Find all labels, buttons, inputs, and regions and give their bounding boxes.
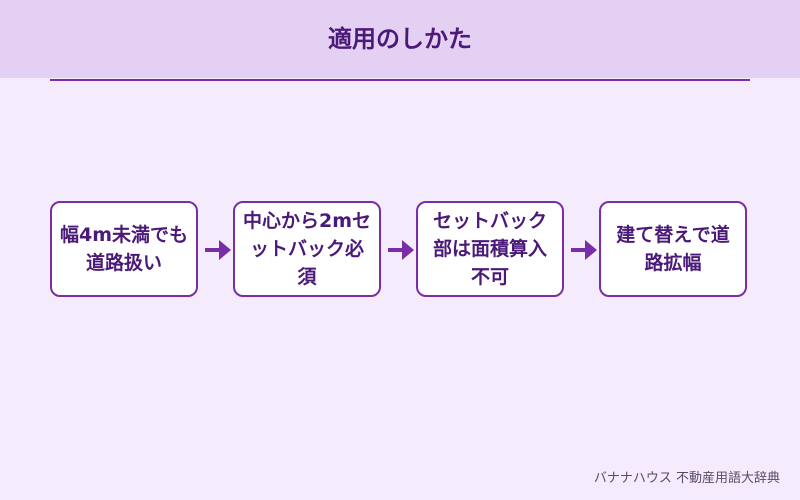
flow-step-1: 幅4m未満でも道路扱い	[50, 201, 198, 297]
header-divider	[50, 79, 750, 81]
header-band	[0, 0, 800, 78]
arrow-right-icon	[571, 240, 597, 260]
page-title: 適用のしかた	[328, 25, 472, 53]
arrow-right-icon	[205, 240, 231, 260]
footer-credit: バナナハウス 不動産用語大辞典	[593, 471, 780, 486]
flow-step-1-label: 幅4m未満でも道路扱い	[59, 224, 189, 274]
flow-step-2: 中心から2mセットバック必須	[233, 201, 381, 297]
flow-step-4-label: 建て替えで道路拡幅	[616, 224, 730, 274]
flow-step-4: 建て替えで道路拡幅	[599, 201, 747, 297]
arrow-right-icon	[388, 240, 414, 260]
flow-step-3: セットバック部は面積算入不可	[416, 201, 564, 297]
flow-step-3-label: セットバック部は面積算入不可	[432, 210, 547, 288]
flow-step-2-label: 中心から2mセットバック必須	[242, 210, 372, 288]
